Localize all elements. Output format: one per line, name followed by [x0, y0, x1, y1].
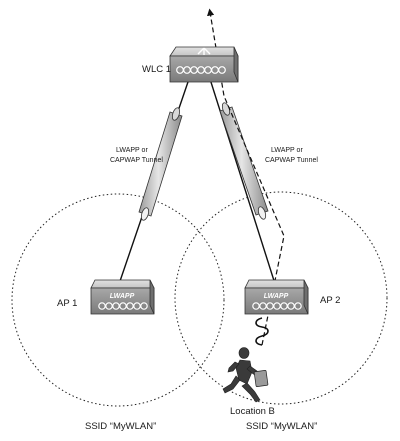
- ap1-face-label: LWAPP: [110, 293, 135, 300]
- ap1-device: LWAPP: [90, 279, 155, 315]
- ap2-wlc-link: [209, 78, 277, 288]
- ap2-face-label: LWAPP: [264, 293, 289, 300]
- left-ssid-label: SSID “MyWLAN”: [85, 421, 156, 432]
- client-location-label: Location B: [230, 406, 275, 417]
- ap1-port-rings: [98, 302, 148, 310]
- wlc-label: WLC 1: [142, 64, 171, 75]
- right-tunnel: [219, 102, 269, 220]
- ap2-port-rings: [252, 302, 302, 310]
- ap1-label: AP 1: [57, 298, 77, 309]
- left-tunnel-label-line1: LWAPP or: [116, 147, 148, 154]
- left-tunnel: [138, 107, 183, 221]
- wlc-device: [169, 46, 239, 83]
- ap2-device: LWAPP: [244, 279, 309, 315]
- wireless-signal-icon: [255, 317, 269, 346]
- left-coverage-cell: [11, 193, 225, 407]
- right-coverage-cell: [174, 191, 388, 405]
- right-tunnel-label-line2: CAPWAP Tunnel: [265, 157, 318, 164]
- right-tunnel-label-line1: LWAPP or: [271, 147, 303, 154]
- ap2-label: AP 2: [320, 295, 340, 306]
- wlc-antenna-icon: [197, 47, 211, 55]
- laptop-icon: [253, 370, 269, 387]
- left-tunnel-label-line2: CAPWAP Tunnel: [110, 157, 163, 164]
- right-ssid-label: SSID “MyWLAN”: [246, 421, 317, 432]
- wlc-port-rings: [176, 66, 226, 74]
